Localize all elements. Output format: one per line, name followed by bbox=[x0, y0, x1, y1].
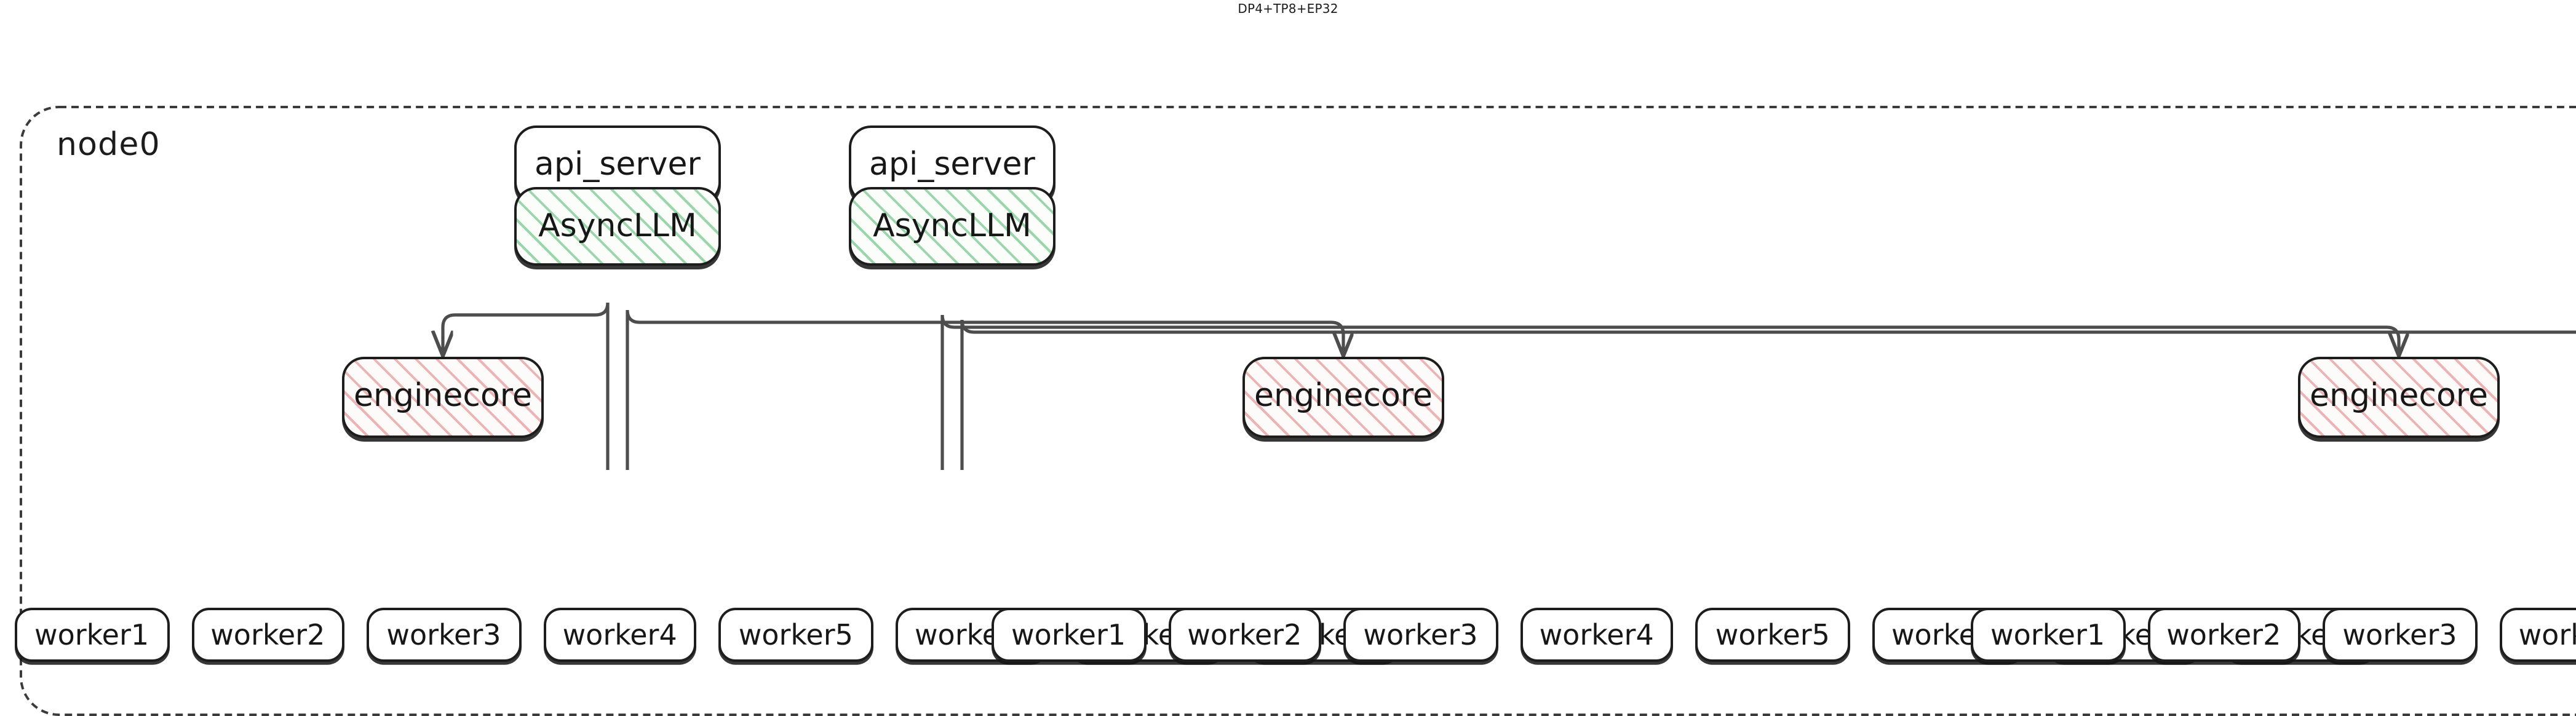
node-label-node0: node0 bbox=[57, 128, 161, 165]
diagram-canvas: DP4+TP8+EP32 node0 n bbox=[15, 1, 2576, 716]
worker-group: worker1 worker2 worker3 worker4 worker5 … bbox=[1971, 608, 2576, 662]
worker-box[interactable]: worker1 bbox=[15, 608, 169, 662]
worker-box[interactable]: worker4 bbox=[1519, 608, 1674, 662]
enginecore-box[interactable]: enginecore bbox=[1242, 357, 1444, 438]
page-title: DP4+TP8+EP32 bbox=[1238, 1, 1338, 16]
worker-box[interactable]: worker4 bbox=[543, 608, 697, 662]
diagram-scale-group: node0 node1 api_serverAsyncLLMapi_server… bbox=[15, 106, 2576, 716]
worker-box[interactable]: worker1 bbox=[1971, 608, 2125, 662]
worker-box[interactable]: worker4 bbox=[2498, 608, 2576, 662]
worker-box[interactable]: worker5 bbox=[1695, 608, 1850, 662]
worker-box[interactable]: worker2 bbox=[2147, 608, 2301, 662]
worker-box[interactable]: worker5 bbox=[718, 608, 873, 662]
worker-box[interactable]: worker3 bbox=[2323, 608, 2477, 662]
asyncllm-box[interactable]: AsyncLLM bbox=[514, 187, 721, 266]
asyncllm-box[interactable]: AsyncLLM bbox=[849, 187, 1055, 266]
worker-box[interactable]: worker2 bbox=[1167, 608, 1322, 662]
enginecore-box[interactable]: enginecore bbox=[2298, 357, 2500, 438]
worker-box[interactable]: worker2 bbox=[191, 608, 345, 662]
worker-box[interactable]: worker3 bbox=[367, 608, 521, 662]
worker-box[interactable]: worker1 bbox=[992, 608, 1146, 662]
worker-box[interactable]: worker3 bbox=[1343, 608, 1498, 662]
enginecore-box[interactable]: enginecore bbox=[342, 357, 544, 438]
